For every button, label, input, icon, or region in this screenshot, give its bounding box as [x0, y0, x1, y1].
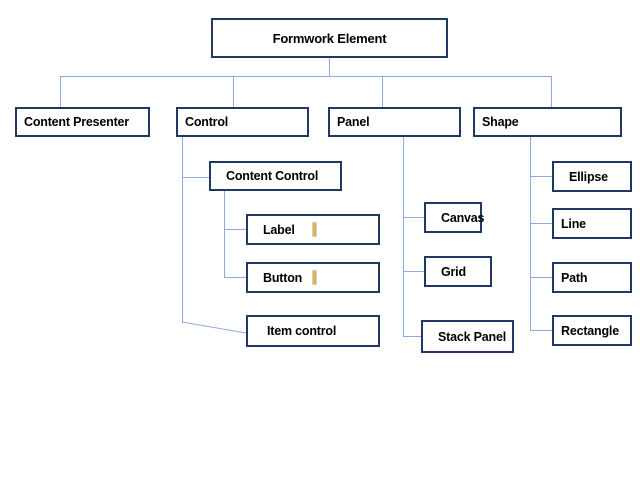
connector-panel-to-stack-panel	[403, 336, 421, 337]
node-label: Line	[561, 216, 586, 231]
node-item-control[interactable]: Item control	[246, 315, 380, 347]
connector-content-control-spine	[224, 191, 225, 278]
node-content-presenter[interactable]: Content Presenter	[15, 107, 150, 137]
connector-control-to-content-control	[182, 177, 210, 178]
node-content-control[interactable]: Content Control	[209, 161, 342, 191]
connector-shape-to-ellipse	[530, 176, 552, 177]
connector-panel-spine	[403, 137, 404, 337]
node-label: Shape	[482, 115, 519, 129]
connector-panel-to-canvas	[403, 217, 424, 218]
text-caret-label	[313, 223, 316, 236]
connector-shape-to-rectangle	[530, 330, 552, 331]
node-label: Content Presenter	[24, 115, 129, 129]
node-label: Content Control	[226, 169, 319, 183]
node-label: Ellipse	[569, 169, 608, 184]
node-canvas[interactable]: Canvas	[424, 202, 485, 233]
node-shape[interactable]: Shape	[473, 107, 622, 137]
node-label: Control	[185, 115, 229, 129]
connector-shape-spine	[530, 137, 531, 331]
connector-drop-panel	[382, 76, 383, 107]
connector-drop-shape	[551, 76, 552, 107]
node-ellipse[interactable]: Ellipse	[552, 161, 632, 192]
node-label: Path	[561, 270, 588, 285]
text-caret-button	[313, 271, 316, 284]
node-label: Stack Panel	[438, 329, 506, 344]
node-panel[interactable]: Panel	[328, 107, 461, 137]
node-path[interactable]: Path	[552, 262, 632, 293]
node-grid[interactable]: Grid	[424, 256, 492, 287]
node-label: Rectangle	[561, 323, 619, 338]
node-label: Item control	[267, 324, 337, 338]
connector-root-stem	[329, 58, 330, 77]
node-label: Panel	[337, 115, 370, 129]
node-formwork-element[interactable]: Formwork Element	[211, 18, 448, 58]
node-label: Label	[263, 222, 295, 237]
node-label: Canvas	[441, 210, 485, 225]
node-stack-panel[interactable]: Stack Panel	[421, 320, 514, 353]
connector-shape-to-path	[530, 277, 552, 278]
connector-shape-to-line	[530, 223, 552, 224]
connector-panel-to-grid	[403, 271, 424, 272]
connector-content-control-to-button	[224, 277, 246, 278]
node-label: Button	[263, 270, 303, 285]
connector-content-control-to-label	[224, 229, 246, 230]
node-rectangle[interactable]: Rectangle	[552, 315, 632, 346]
connector-drop-control	[233, 76, 234, 107]
node-label: Grid	[441, 264, 466, 279]
node-control[interactable]: Control	[176, 107, 309, 137]
node-label: Formwork Element	[272, 30, 387, 46]
connector-level2-bus	[60, 76, 552, 77]
connector-drop-content-presenter	[60, 76, 61, 107]
node-line[interactable]: Line	[552, 208, 632, 239]
connector-control-spine	[182, 137, 183, 323]
